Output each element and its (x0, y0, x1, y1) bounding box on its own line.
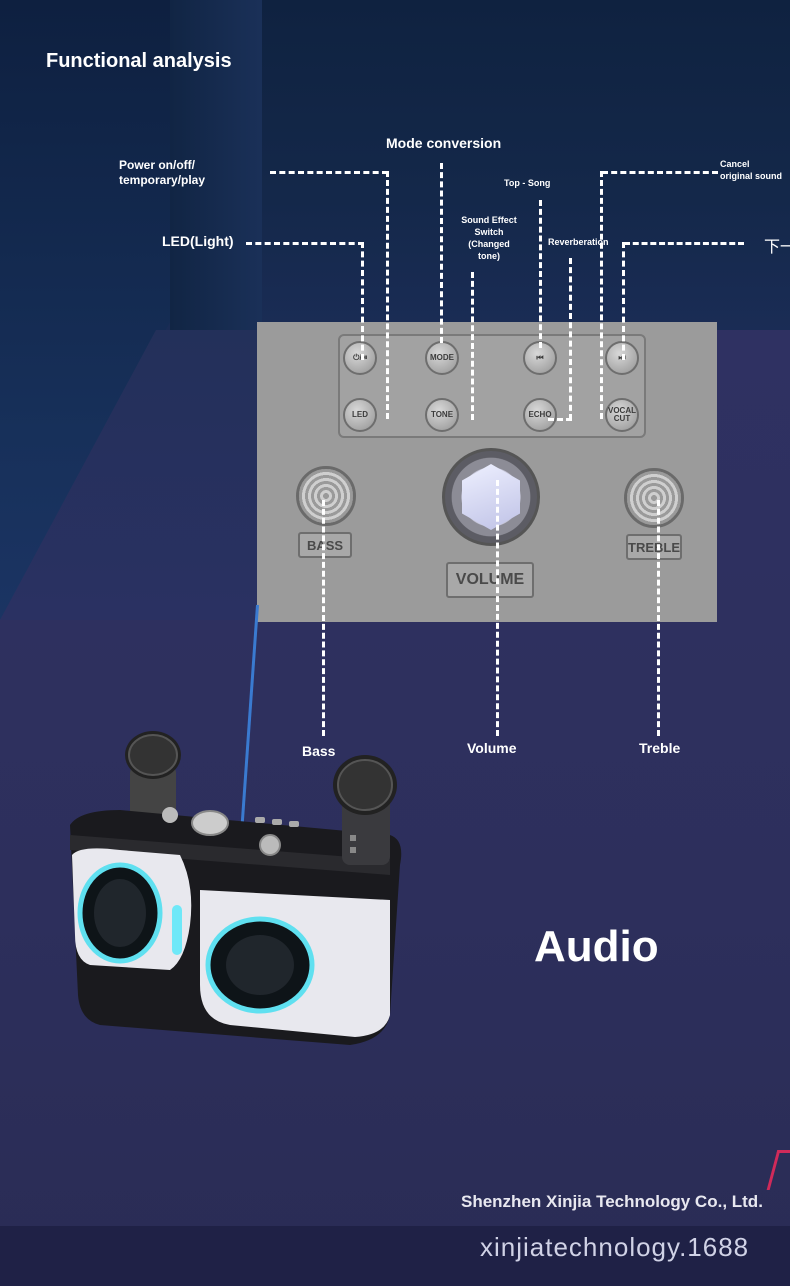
callout-bass-v (322, 500, 325, 736)
label-mode: Mode conversion (386, 135, 502, 151)
label-top-song: Top - Song (504, 178, 551, 188)
callout-mode-v (440, 163, 443, 343)
callout-top-song-v (539, 200, 542, 348)
callout-treble-v (657, 500, 660, 736)
led-button[interactable]: LED (343, 398, 377, 432)
label-next-song: 下一 (764, 239, 790, 256)
power-play-button[interactable]: ⏻/⏯ (343, 341, 377, 375)
callout-cancel-v (600, 171, 603, 419)
label-power: Power on/off/ temporary/play (119, 158, 206, 187)
button-group-frame (338, 334, 646, 438)
tone-button[interactable]: TONE (425, 398, 459, 432)
bass-tag: BASS (298, 532, 352, 558)
callout-led-h (246, 242, 364, 245)
vocal-cut-button[interactable]: VOCAL CUT (605, 398, 639, 432)
callout-cancel-h (602, 171, 718, 174)
callout-led-v (361, 242, 364, 360)
label-volume: Volume (467, 740, 517, 756)
page-title: Functional analysis (46, 50, 232, 72)
echo-button[interactable]: ECHO (523, 398, 557, 432)
callout-power-v (386, 171, 389, 419)
label-led: LED(Light) (162, 233, 234, 249)
mode-button[interactable]: MODE (425, 341, 459, 375)
bass-knob[interactable] (296, 466, 356, 526)
label-bass: Bass (302, 743, 336, 759)
company-name: Shenzhen Xinjia Technology Co., Ltd. (461, 1192, 763, 1211)
treble-knob[interactable] (624, 468, 684, 528)
label-cancel-original: Cancel original sound (720, 159, 782, 181)
callout-volume-v (496, 480, 499, 736)
callout-echo-v (569, 258, 572, 420)
footer-band (0, 1226, 790, 1286)
speaker-center-light (172, 905, 182, 955)
callout-next-h (624, 242, 744, 245)
callout-next-v (622, 242, 625, 360)
callout-tone-v (471, 272, 474, 420)
treble-tag: TREBLE (626, 534, 682, 560)
website-watermark: xinjiatechnology.1688 (480, 1232, 750, 1262)
callout-power-h (270, 171, 388, 174)
speaker-product-image (70, 731, 402, 1045)
label-treble: Treble (639, 740, 681, 756)
label-sound-effect: Sound Effect Switch (Changed tone) (461, 215, 517, 261)
volume-tag: VOLUME (446, 562, 534, 598)
label-reverberation: Reverberation (548, 237, 609, 247)
product-title: Audio (534, 922, 659, 971)
background-pillar (170, 0, 262, 330)
callout-echo-h (548, 418, 572, 421)
